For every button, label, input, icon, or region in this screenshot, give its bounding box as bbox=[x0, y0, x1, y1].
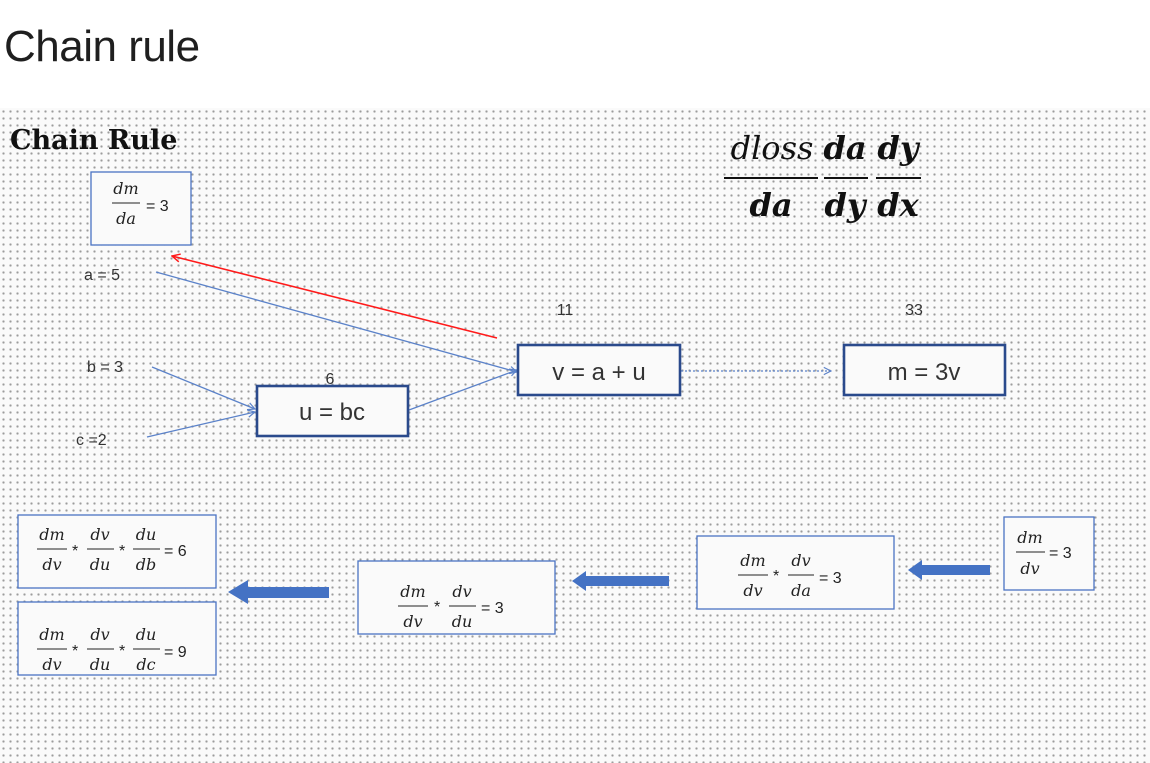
svg-text:*: * bbox=[119, 543, 125, 560]
svg-text:= 6: = 6 bbox=[164, 543, 187, 560]
edge-c-to-u bbox=[146, 412, 255, 438]
svg-text:du: du bbox=[452, 612, 473, 631]
svg-text:= 3: = 3 bbox=[481, 600, 504, 617]
svg-text:dm: dm bbox=[113, 179, 138, 198]
svg-text:dv: dv bbox=[42, 655, 61, 674]
svg-text:= 9: = 9 bbox=[164, 644, 187, 661]
derivative-box-dm-du: dm dv * dv du = 3 bbox=[357, 560, 556, 635]
svg-text:dm: dm bbox=[1017, 528, 1042, 547]
input-b: b = 3 bbox=[87, 359, 123, 376]
svg-text:dv: dv bbox=[403, 612, 422, 631]
svg-text:dm: dm bbox=[400, 582, 425, 601]
svg-text:dv: dv bbox=[90, 525, 109, 544]
node-v-value: 11 bbox=[557, 302, 574, 319]
svg-text:dv: dv bbox=[791, 551, 810, 570]
node-m-value: 33 bbox=[905, 302, 923, 319]
node-m-label: m = 3v bbox=[888, 359, 961, 386]
node-u-label: u = bc bbox=[299, 399, 365, 426]
formula-numerator-1: dloss bbox=[731, 129, 814, 167]
edge-a-to-v bbox=[155, 271, 517, 372]
svg-text:dm: dm bbox=[39, 625, 64, 644]
svg-text:da: da bbox=[116, 209, 136, 228]
chain-rule-diagram: Chain Rule dloss da da dy dy dx dm da = … bbox=[10, 125, 1095, 676]
input-a: a = 5 bbox=[84, 267, 120, 284]
svg-text:dv: dv bbox=[90, 625, 109, 644]
svg-text:du: du bbox=[136, 525, 157, 544]
derivative-box-dm-dc: dm dv * dv du * du dc = 9 bbox=[17, 601, 217, 676]
svg-text:du: du bbox=[136, 625, 157, 644]
derivative-box-dm-db: dm dv * dv du * du db = 6 bbox=[17, 514, 217, 589]
formula-denominator-2: dy bbox=[825, 186, 868, 224]
svg-text:dv: dv bbox=[1020, 559, 1039, 578]
node-m: m = 3v bbox=[842, 343, 1007, 397]
derivative-box-dm-dv-dv-da: dm dv * dv da = 3 bbox=[696, 535, 895, 610]
input-c: c =2 bbox=[76, 432, 107, 449]
svg-text:*: * bbox=[773, 568, 779, 585]
page-title: Chain rule bbox=[4, 22, 200, 71]
formula-numerator-2: da bbox=[823, 129, 866, 167]
chain-formula: dloss da da dy dy dx bbox=[724, 129, 921, 224]
derivative-box-dm-dv: dm dv = 3 bbox=[1003, 516, 1095, 591]
formula-denominator-3: dx bbox=[877, 186, 919, 224]
svg-text:dv: dv bbox=[42, 555, 61, 574]
svg-text:dc: dc bbox=[136, 655, 155, 674]
svg-text:*: * bbox=[119, 643, 125, 660]
back-arrow-icon bbox=[908, 560, 990, 580]
svg-text:dv: dv bbox=[743, 581, 762, 600]
svg-text:du: du bbox=[90, 555, 111, 574]
svg-text:db: db bbox=[136, 555, 156, 574]
formula-denominator-1: da bbox=[749, 186, 792, 224]
back-arrow-icon bbox=[228, 580, 329, 604]
edge-u-to-v bbox=[408, 370, 517, 411]
svg-text:*: * bbox=[434, 599, 440, 616]
svg-text:= 3: = 3 bbox=[146, 198, 169, 215]
svg-text:dv: dv bbox=[452, 582, 471, 601]
svg-text:= 3: = 3 bbox=[819, 570, 842, 587]
node-v: v = a + u bbox=[516, 343, 682, 397]
formula-numerator-3: dy bbox=[878, 129, 921, 167]
node-v-label: v = a + u bbox=[552, 359, 645, 386]
svg-text:dm: dm bbox=[39, 525, 64, 544]
back-arrow-icon bbox=[572, 571, 669, 591]
svg-text:*: * bbox=[72, 643, 78, 660]
svg-text:dm: dm bbox=[740, 551, 765, 570]
node-u-value: 6 bbox=[326, 371, 335, 388]
edge-b-to-u bbox=[151, 366, 255, 409]
svg-text:= 3: = 3 bbox=[1049, 545, 1072, 562]
svg-text:da: da bbox=[791, 581, 811, 600]
panel-heading: Chain Rule bbox=[10, 125, 177, 156]
svg-text:*: * bbox=[72, 543, 78, 560]
node-u: u = bc bbox=[255, 384, 410, 438]
gradient-edge-v-to-a bbox=[172, 256, 498, 339]
svg-text:du: du bbox=[90, 655, 111, 674]
derivative-box-dm-da: dm da = 3 bbox=[90, 171, 192, 246]
